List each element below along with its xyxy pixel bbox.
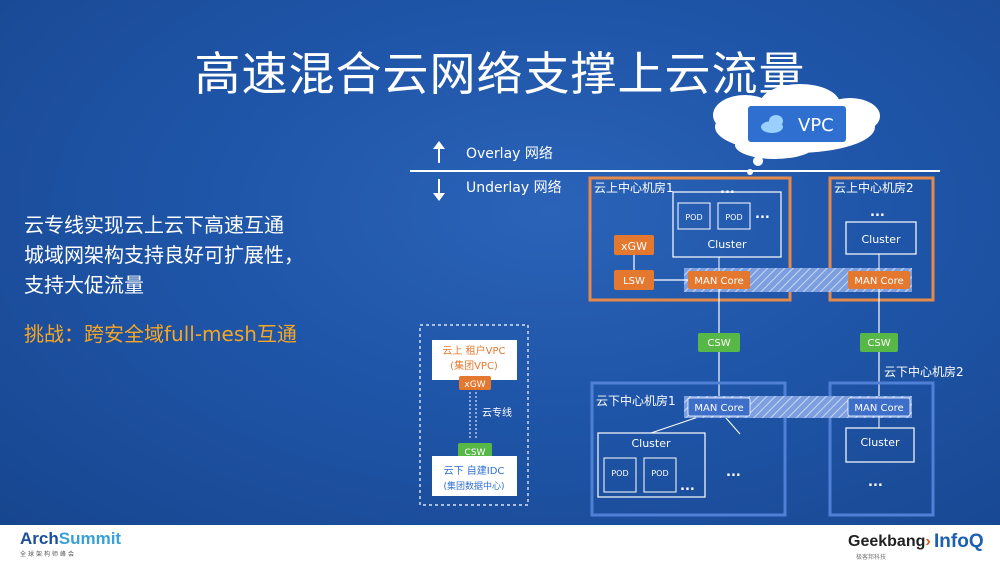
xgw-node: [614, 235, 654, 255]
summary-line-1: 云专线实现云上云下高速互通: [24, 213, 284, 237]
lsw-node: [614, 270, 654, 290]
archsummit-logo-a: Arch: [20, 529, 59, 548]
overlay-arrow-icon: [433, 141, 445, 163]
summary-line-3: 支持大促流量: [24, 273, 144, 297]
offcloud-dc-2: 云下中心机房2 Cluster ...: [828, 364, 964, 517]
cloud-dc-1: 云上中心机房1 ... POD POD ... Cluster xGW LSW: [588, 176, 792, 302]
footer-bar: ArchSummit 全球架构师峰会 Geekbang› 极客邦科技 InfoQ: [0, 525, 1000, 561]
legend-line-label: 云专线: [482, 406, 512, 419]
geekbang-logo-b: bang: [887, 533, 926, 550]
cluster-box-dc1: [672, 191, 782, 258]
cluster-box-offdc2: [845, 427, 915, 463]
csw-node: [698, 333, 740, 352]
legend-idc-box: [432, 456, 517, 496]
legend-vpc-box: [432, 340, 517, 380]
legend-box: 云上 租户VPC (集团VPC) xGW 云专线 CSW 云下 自建IDC (集…: [419, 324, 529, 506]
challenge-text: 挑战：跨安全域full-mesh互通: [24, 322, 297, 346]
pod-label: POD: [611, 469, 628, 478]
geekbang-logo-x: ›: [925, 533, 931, 550]
summary-text: 云专线实现云上云下高速互通 城域网架构支持良好可扩展性， 支持大促流量: [24, 210, 304, 300]
cloud-dc-2: 云上中心机房2 ... Cluster: [828, 176, 935, 302]
pod-label: POD: [651, 469, 668, 478]
pod-box: [677, 202, 711, 230]
summary-line-2: 城域网架构支持良好可扩展性，: [24, 243, 304, 267]
archsummit-logo-b: Summit: [58, 529, 122, 548]
legend-idc-title: 云下 自建IDC: [444, 464, 505, 477]
legend-vpc-sub: (集团VPC): [450, 359, 498, 372]
geekbang-logo-a: Geek: [848, 533, 888, 550]
cluster-label: Cluster: [861, 233, 901, 246]
cluster-box-dc2: [845, 221, 917, 255]
cluster-label: Cluster: [707, 238, 747, 251]
man-core-node: [848, 271, 910, 289]
ellipsis: ...: [755, 207, 770, 222]
ellipsis: ...: [870, 205, 885, 220]
pod-label: POD: [685, 213, 702, 222]
man-core-node: [688, 271, 750, 289]
archsummit-sub: 全球架构师峰会: [20, 551, 77, 558]
cloud-dc-2-label: 云上中心机房2: [834, 180, 914, 195]
csw-label: CSW: [867, 338, 890, 349]
legend-idc-sub: (集团数据中心): [443, 480, 504, 492]
cluster-label: Cluster: [631, 437, 671, 450]
offcloud-dc-1-label: 云下中心机房1: [596, 393, 676, 408]
offcloud-dc-2-label: 云下中心机房2: [884, 364, 964, 379]
vpc-cloud: VPC: [713, 84, 880, 175]
lsw-label: LSW: [623, 276, 645, 287]
infoq-logo: InfoQ: [934, 531, 984, 552]
man-core-label: MAN Core: [854, 276, 903, 287]
pod-box: [603, 457, 637, 493]
geekbang-sub: 极客邦科技: [856, 554, 887, 561]
legend-xgw-label: xGW: [464, 380, 485, 390]
legend-csw-node: [458, 443, 492, 458]
xgw-label: xGW: [621, 240, 647, 253]
ellipsis: ...: [680, 479, 695, 494]
csw-node: [860, 333, 898, 352]
man-core-label: MAN Core: [854, 403, 903, 414]
geekbang-logo: Geekbang›: [848, 533, 931, 551]
csw-label: CSW: [707, 338, 730, 349]
cluster-label: Cluster: [860, 436, 900, 449]
slide-background: [0, 0, 1000, 525]
vpc-label: VPC: [798, 115, 834, 136]
cloud-dc-1-label: 云上中心机房1: [594, 180, 674, 195]
ellipsis: ...: [726, 465, 741, 480]
underlay-label: Underlay 网络: [466, 180, 562, 196]
offcloud-dc-1: 云下中心机房1 Cluster POD POD ... ...: [590, 381, 787, 517]
legend-vpc-title: 云上 租户VPC: [442, 344, 505, 357]
pod-label: POD: [725, 213, 742, 222]
slide-title: 高速混合云网络支撑上云流量: [194, 47, 806, 101]
legend-xgw-node: [459, 376, 491, 390]
ellipsis-dc1-top: ...: [720, 182, 735, 197]
pod-box: [717, 202, 751, 230]
ellipsis: ...: [868, 475, 883, 490]
man-core-label: MAN Core: [694, 276, 743, 287]
pod-box: [643, 457, 677, 493]
archsummit-logo: ArchSummit: [20, 529, 121, 549]
man-core-label: MAN Core: [694, 403, 743, 414]
vpc-badge: [748, 106, 846, 142]
network-diagram: VPC Overlay 网络 Underlay 网络 云上中心机房1 ... P…: [410, 84, 964, 517]
cloud-icon: [761, 115, 783, 133]
legend-csw-label: CSW: [465, 448, 486, 458]
overlay-label: Overlay 网络: [466, 146, 553, 162]
underlay-arrow-icon: [433, 179, 445, 201]
man-core-node: [687, 397, 751, 417]
